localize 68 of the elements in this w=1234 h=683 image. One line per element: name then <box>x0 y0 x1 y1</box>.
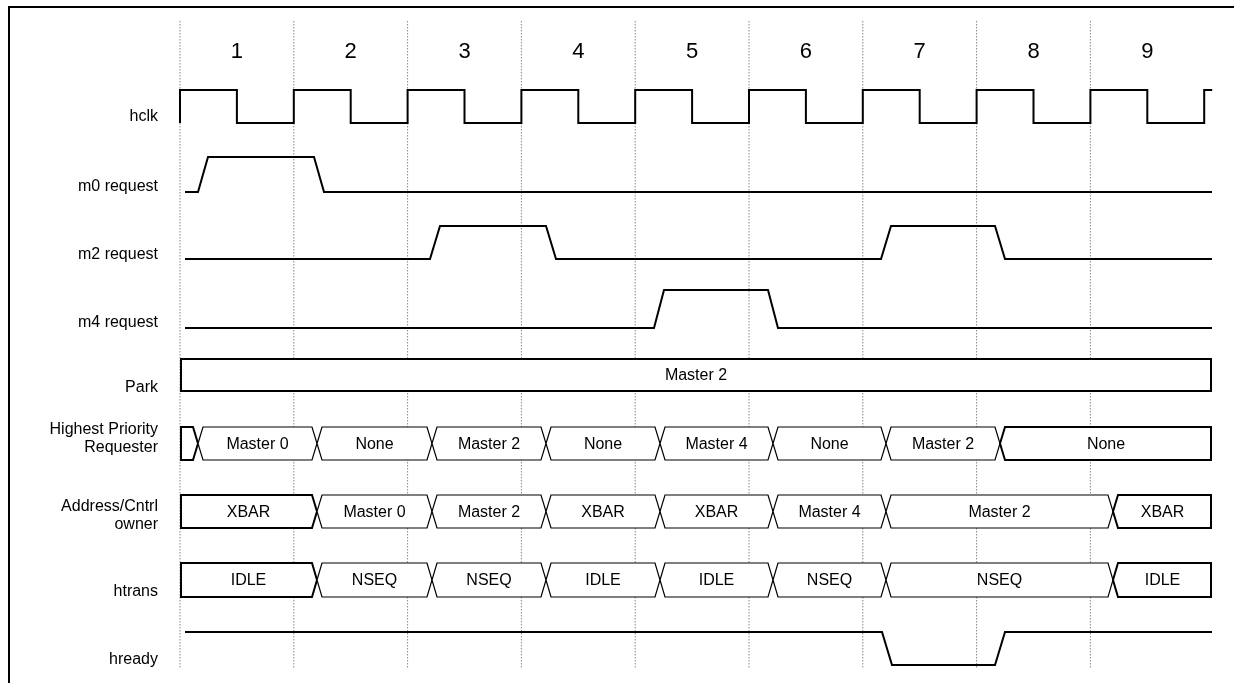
bus-value: Master 0 <box>226 434 289 453</box>
bus-value-segment <box>180 563 317 597</box>
cycle-number: 8 <box>1026 38 1041 64</box>
bus-value-segment <box>773 563 886 597</box>
bus-value-segment <box>886 427 1000 460</box>
bus-value: None <box>1086 434 1126 453</box>
bus-value-segment <box>180 427 198 460</box>
bus-value: IDLE <box>585 571 621 589</box>
cycle-number: 2 <box>343 38 358 64</box>
bus-value-segment <box>546 495 660 528</box>
cycle-number: 3 <box>457 38 472 64</box>
bus-value-segment <box>180 495 317 528</box>
signal-name: hclk <box>128 107 158 125</box>
bus-value: None <box>810 434 849 453</box>
bus-value: Master 2 <box>968 502 1031 521</box>
signal-name: Park <box>124 378 158 396</box>
cycle-number: 1 <box>229 38 244 64</box>
signal-name: m4 request <box>76 313 158 331</box>
cycle-number: 7 <box>912 38 927 64</box>
bus-value: Master 2 <box>457 434 521 453</box>
bus-value-segment <box>432 427 546 460</box>
bus-value-segment <box>773 495 886 528</box>
bus-value: NSEQ <box>806 571 853 589</box>
bus-value: XBAR <box>1140 502 1185 521</box>
bus-value-segment <box>660 427 773 460</box>
bus-value-segment <box>886 495 1113 528</box>
cycle-number: 4 <box>571 38 586 64</box>
bus-value-segment <box>546 427 660 460</box>
bus-value: Master 0 <box>343 502 406 521</box>
bus-value-segment <box>1113 495 1212 528</box>
bus-value: XBAR <box>581 502 625 521</box>
cycle-number: 5 <box>684 38 700 64</box>
bus-value-segment <box>773 427 886 460</box>
bus-value: IDLE <box>698 571 735 589</box>
signal-name: Highest Priority Requester <box>48 420 158 456</box>
bus-value: XBAR <box>694 502 739 521</box>
bus-value: IDLE <box>1144 571 1181 589</box>
bus-value: Master 4 <box>685 434 748 453</box>
bus-value-segment <box>886 563 1113 597</box>
signal-name: hready <box>108 650 158 668</box>
bus-value-segment <box>660 495 773 528</box>
signal-name: htrans <box>112 582 158 600</box>
bus-value: Master 2 <box>664 366 728 384</box>
bus-value-segment <box>1113 563 1212 597</box>
bus-value-segment <box>432 563 546 597</box>
bus-value: None <box>355 434 394 453</box>
bus-value-segment <box>317 495 432 528</box>
cycle-number: 6 <box>798 38 813 64</box>
signal-name: m0 request <box>76 177 158 195</box>
signal-name: Address/Cntrl owner <box>60 497 158 533</box>
bus-value-segment <box>660 563 773 597</box>
bus-value: None <box>583 434 623 453</box>
cycle-number: 9 <box>1140 38 1155 64</box>
bus-value: Master 4 <box>798 502 861 521</box>
bus-value: Master 2 <box>457 502 521 521</box>
bus-value: XBAR <box>226 502 271 521</box>
bus-value-segment <box>432 495 546 528</box>
signal-name: m2 request <box>76 245 158 263</box>
bus-value-segment <box>546 563 660 597</box>
bus-value: IDLE <box>230 571 267 589</box>
bus-value-segment <box>317 563 432 597</box>
bus-value: NSEQ <box>976 571 1023 589</box>
bus-value: Master 2 <box>911 434 975 453</box>
bus-value-segment <box>317 427 432 460</box>
bus-value-segment <box>1000 427 1212 460</box>
bus-value-segment <box>180 359 1212 391</box>
bus-value: NSEQ <box>466 571 512 589</box>
bus-value: NSEQ <box>351 571 398 589</box>
